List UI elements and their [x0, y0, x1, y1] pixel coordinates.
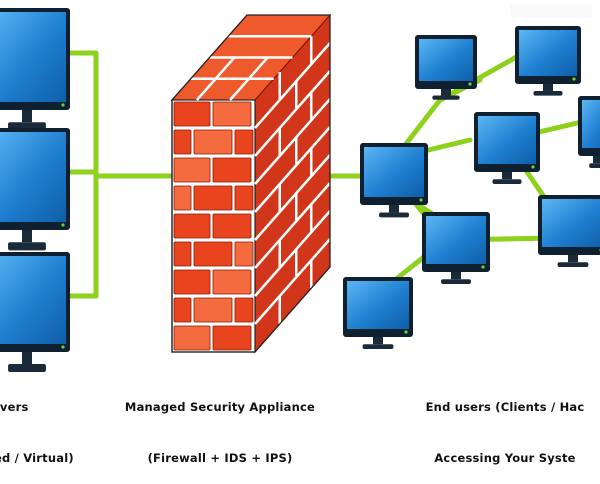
faint-watermark-bar: [510, 4, 592, 18]
network-links: [67, 50, 600, 303]
side-mortar: [254, 210, 331, 297]
client-monitor-icon: [360, 143, 428, 218]
brick: [193, 297, 233, 323]
monitor-stand: [22, 230, 32, 243]
monitor-screen: [0, 132, 66, 222]
monitor-screen: [519, 30, 577, 76]
brick: [234, 129, 254, 155]
brick: [234, 297, 254, 323]
brick: [212, 213, 252, 239]
brick: [212, 101, 252, 127]
monitor-stand: [22, 110, 32, 123]
endusers-caption: End users (Clients / Hac Accessing Your …: [385, 365, 600, 484]
monitor-base: [533, 90, 563, 96]
client-monitor-icon: [578, 96, 600, 168]
monitor-base: [557, 262, 589, 267]
monitor-base: [432, 95, 460, 100]
brick: [212, 325, 252, 351]
monitor-stand: [543, 84, 553, 91]
endusers-caption-line2: Accessing Your Syste: [434, 451, 576, 465]
top-mortar: [229, 56, 269, 101]
brick: [173, 185, 192, 211]
firewall-brick-wall-icon: [170, 13, 332, 354]
servers-caption: rvers ed / Virtual): [0, 365, 124, 484]
monitor-power-led: [531, 165, 535, 169]
monitor-stand: [22, 352, 32, 364]
monitor-stand: [502, 172, 512, 180]
monitor-stand: [441, 89, 451, 96]
side-mortar: [254, 42, 331, 129]
side-mortar: [254, 70, 331, 157]
monitor-screen: [0, 256, 66, 344]
client-monitor-icon: [515, 26, 581, 96]
brick: [173, 101, 211, 127]
client-monitor-icon: [422, 212, 490, 284]
monitor-screen: [0, 12, 66, 102]
server-monitor-icon: [0, 252, 70, 372]
monitor-base: [362, 344, 394, 349]
endusers-caption-line1: End users (Clients / Hac: [425, 400, 585, 414]
servers-caption-line1: rvers: [0, 400, 29, 414]
monitor-base: [589, 163, 600, 168]
brick: [173, 325, 211, 351]
brick: [173, 241, 192, 267]
monitor-stand: [568, 255, 578, 263]
appliance-caption-line2: (Firewall + IDS + IPS): [147, 451, 293, 465]
monitor-stand: [373, 337, 383, 345]
brick: [234, 241, 254, 267]
brick: [193, 185, 233, 211]
monitor-base: [8, 242, 46, 251]
server-monitor-icon: [0, 128, 70, 251]
monitor-base: [441, 279, 471, 284]
brick: [173, 129, 192, 155]
monitor-power-led: [419, 198, 423, 202]
brick: [212, 157, 252, 183]
side-mortar: [254, 98, 331, 185]
side-mortar: [254, 126, 331, 213]
brick: [173, 269, 211, 295]
brick: [173, 213, 211, 239]
top-mortar: [195, 56, 236, 101]
client-monitor-icon: [343, 277, 413, 349]
monitor-stand: [593, 156, 600, 164]
monitor-screen: [347, 281, 409, 329]
side-mortar: [254, 154, 331, 241]
wall-outline: [171, 14, 331, 353]
monitor-base: [8, 364, 46, 372]
monitor-base: [379, 212, 409, 218]
brick: [212, 269, 252, 295]
monitor-base: [492, 179, 522, 184]
monitor-screen: [542, 199, 600, 247]
side-mortar: [254, 182, 331, 269]
monitor-screen: [426, 216, 486, 264]
monitor-power-led: [61, 345, 65, 349]
monitor-stand: [451, 272, 461, 280]
brick: [193, 241, 233, 267]
brick: [234, 185, 254, 211]
monitors-group: [0, 8, 600, 372]
monitor-screen: [478, 116, 536, 164]
brick: [193, 129, 233, 155]
monitor-power-led: [404, 330, 408, 334]
network-diagram: [0, 8, 600, 372]
brick: [173, 297, 192, 323]
servers-caption-line2: ed / Virtual): [0, 451, 74, 465]
appliance-caption-line1: Managed Security Appliance: [124, 400, 316, 414]
brick: [173, 157, 211, 183]
monitor-power-led: [481, 265, 485, 269]
client-monitor-icon: [415, 35, 477, 100]
monitor-power-led: [61, 223, 65, 227]
side-mortar: [254, 238, 331, 325]
monitor-screen: [419, 39, 473, 81]
monitor-screen: [364, 147, 424, 197]
monitor-power-led: [572, 77, 576, 81]
client-monitor-icon: [538, 195, 600, 267]
client-monitor-icon: [474, 112, 540, 184]
monitor-stand: [389, 205, 399, 213]
appliance-caption: Managed Security Appliance (Firewall + I…: [110, 365, 330, 484]
monitor-power-led: [61, 103, 65, 107]
monitor-power-led: [468, 82, 472, 86]
server-monitor-icon: [0, 8, 70, 131]
monitor-screen: [582, 100, 600, 148]
